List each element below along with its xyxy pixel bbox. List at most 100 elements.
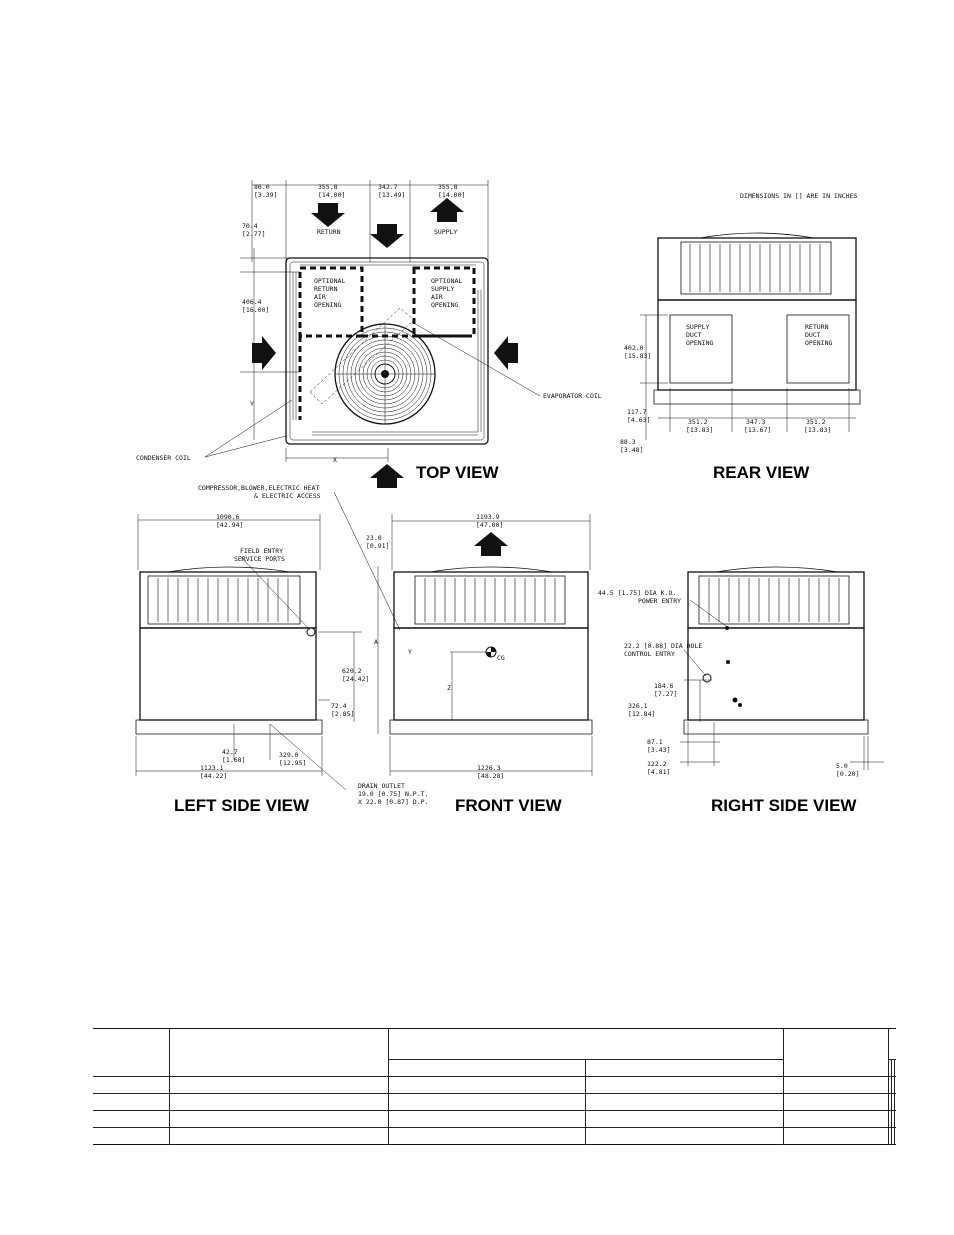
right-dim-d-in: [4.81] — [647, 768, 670, 776]
field-entry-2: SERVICE PORTS — [234, 555, 285, 563]
front-dim-w: 1226.3 — [477, 764, 501, 772]
front-dim-t-in: [0.91] — [366, 542, 389, 550]
dim-side-2-in: [16.00] — [242, 306, 269, 314]
dim-top-4: 355.8 — [438, 183, 458, 191]
rear-dim-w1-in: [13.83] — [686, 426, 713, 434]
right-inflow-arrow-icon — [494, 336, 518, 370]
right-dim-e-in: [0.20] — [836, 770, 859, 778]
rear-dim-e-in: [3.48] — [620, 446, 643, 454]
rear-view-title: REAR VIEW — [713, 463, 810, 482]
return-label: RETURN — [317, 228, 341, 236]
opt-supply-4: OPENING — [431, 301, 458, 309]
rear-dim-w3-in: [13.83] — [804, 426, 831, 434]
power-entry-2: POWER ENTRY — [638, 597, 681, 605]
left-dim-a: 42.7 — [222, 748, 238, 756]
supply-arrow-icon — [430, 198, 464, 222]
control-entry-1: 22.2 [0.88] DIA HOLE — [624, 642, 702, 650]
rear-dim-h: 402.0 — [624, 344, 644, 352]
dim-side-2: 406.4 — [242, 298, 262, 306]
dim-side-1-in: [2.77] — [242, 230, 265, 238]
top-view-arrow-icon — [370, 464, 404, 488]
rear-dim-e: 88.3 — [620, 438, 636, 446]
left-dim-w: 1123.1 — [200, 764, 224, 772]
drain-1: DRAIN OUTLET — [358, 782, 405, 790]
front-dim-top: 1193.9 — [476, 513, 500, 521]
dimension-table — [93, 1028, 896, 1147]
opt-supply-2: SUPPLY — [431, 285, 455, 293]
drain-2: 19.0 [0.75] N.P.T. — [358, 790, 428, 798]
dim-top-1: 86.0 — [254, 183, 270, 191]
left-dim-s: 72.4 — [331, 702, 347, 710]
front-label-z: Z — [447, 684, 451, 692]
top-view-title: TOP VIEW — [416, 463, 499, 482]
opt-return-4: OPENING — [314, 301, 341, 309]
rear-dim-h-in: [15.83] — [624, 352, 651, 360]
right-dim-c-in: [3.43] — [647, 746, 670, 754]
left-dim-w-in: [44.22] — [200, 772, 227, 780]
dim-top-3-in: [13.49] — [378, 191, 405, 199]
drain-3: X 22.0 [0.87] D.P. — [358, 798, 428, 806]
left-dim-b: 329.0 — [279, 751, 299, 759]
return-duct-3: OPENING — [805, 339, 832, 347]
left-dim-s-in: [2.85] — [331, 710, 354, 718]
right-view-title: RIGHT SIDE VIEW — [711, 796, 857, 815]
inflow-arrow-icon — [370, 224, 404, 248]
rear-dim-b: 117.7 — [627, 408, 647, 416]
front-label-y: Y — [408, 648, 412, 656]
supply-duct-3: OPENING — [686, 339, 713, 347]
dim-top-2: 355.8 — [318, 183, 338, 191]
front-label-a: A — [374, 638, 378, 646]
dim-side-1: 70.4 — [242, 222, 258, 230]
label-y: Y — [250, 400, 254, 408]
left-side-view: 1090.6 [42.94] FIELD ENTRY SERVICE PORTS… — [135, 513, 428, 815]
rear-dim-w3: 351.2 — [806, 418, 826, 426]
left-dim-a-in: [1.68] — [222, 756, 245, 764]
right-dim-a: 184.6 — [654, 682, 674, 690]
top-view: 86.0 [3.39] 355.8 [14.00] 342.7 [13.49] … — [136, 180, 602, 488]
opt-supply-3: AIR — [431, 293, 443, 301]
opt-supply-1: OPTIONAL — [431, 277, 462, 285]
access-label-2: & ELECTRIC ACCESS — [254, 492, 321, 500]
return-duct-2: DUCT — [805, 331, 821, 339]
supply-duct-1: SUPPLY — [686, 323, 710, 331]
label-x: X — [333, 456, 337, 464]
dim-top-4-in: [14.00] — [438, 191, 465, 199]
left-dim-h-in: [24.42] — [342, 675, 369, 683]
dim-top-1-in: [3.39] — [254, 191, 277, 199]
front-dim-top-in: [47.00] — [476, 521, 503, 529]
left-dim-top: 1090.6 — [216, 513, 240, 521]
condenser-coil-label: CONDENSER COIL — [136, 454, 191, 462]
front-view-title: FRONT VIEW — [455, 796, 563, 815]
supply-duct-2: DUCT — [686, 331, 702, 339]
field-entry-1: FIELD ENTRY — [240, 547, 283, 555]
dim-top-2-in: [14.00] — [318, 191, 345, 199]
left-inflow-arrow-icon — [252, 336, 276, 370]
rear-view: SUPPLY DUCT OPENING RETURN DUCT OPENING … — [620, 232, 861, 482]
supply-label: SUPPLY — [434, 228, 458, 236]
return-arrow-icon — [311, 203, 345, 227]
opt-return-1: OPTIONAL — [314, 277, 345, 285]
opt-return-2: RETURN — [314, 285, 338, 293]
right-dim-b-in: [12.84] — [628, 710, 655, 718]
rear-dim-b-in: [4.63] — [627, 416, 650, 424]
front-label-cg: CG — [497, 654, 505, 662]
left-dim-h: 620.2 — [342, 667, 362, 675]
power-entry-1: 44.5 [1.75] DIA K.O. — [598, 589, 676, 597]
return-duct-1: RETURN — [805, 323, 829, 331]
rear-dim-w2-in: [13.67] — [744, 426, 771, 434]
right-dim-a-in: [7.27] — [654, 690, 677, 698]
right-dim-e: 5.0 — [836, 762, 848, 770]
control-entry-2: CONTROL ENTRY — [624, 650, 675, 658]
left-view-title: LEFT SIDE VIEW — [174, 796, 310, 815]
left-dim-top-in: [42.94] — [216, 521, 243, 529]
right-dim-b: 326.1 — [628, 702, 648, 710]
right-dim-d: 122.2 — [647, 760, 667, 768]
dim-top-3: 342.7 — [378, 183, 398, 191]
right-side-view: 44.5 [1.75] DIA K.O. POWER ENTRY 22.2 [0… — [598, 566, 884, 815]
front-dim-t: 23.0 — [366, 534, 382, 542]
front-view: 1193.9 [47.00] 23.0 [0.91] A Y CG Z — [366, 513, 593, 815]
evaporator-coil-label: EVAPORATOR COIL — [543, 392, 602, 400]
access-label-1: COMPRESSOR,BLOWER,ELECTRIC HEAT — [198, 484, 319, 492]
opt-return-3: AIR — [314, 293, 326, 301]
